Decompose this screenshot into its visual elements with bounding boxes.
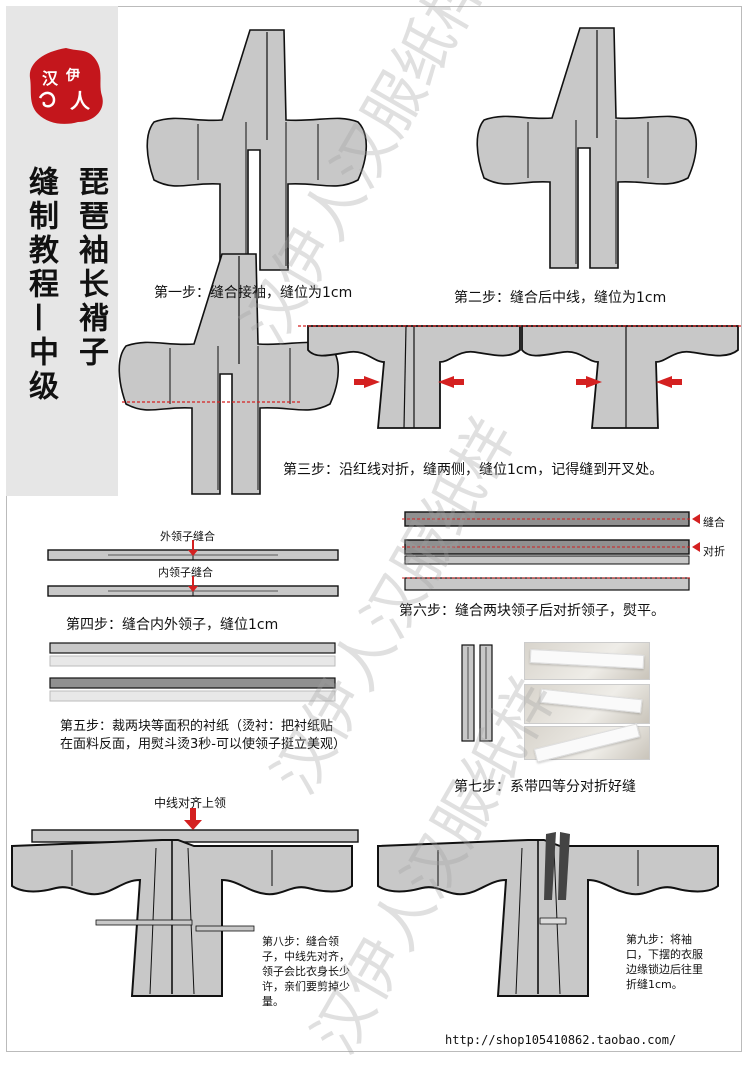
step7-caption: 第七步：系带四等分对折好缝: [454, 779, 636, 795]
inner-collar-label: 内领子缝合: [158, 566, 213, 579]
step4-caption: 第四步：缝合内外领子，缝位1cm: [66, 617, 279, 633]
fold-label: 对折: [703, 545, 725, 558]
svg-text:人: 人: [70, 89, 91, 113]
step2-caption: 第二步：缝合后中线，缝位为1cm: [454, 290, 667, 306]
step9-robe: [377, 832, 719, 997]
step5-collars: [49, 642, 336, 702]
svg-text:伊: 伊: [65, 67, 80, 84]
svg-text:汉: 汉: [42, 69, 59, 88]
outer-collar-label: 外领子缝合: [160, 530, 215, 543]
step9-caption: 第九步：将袖口，下摆的衣服边缘锁边后往里折缝1cm。: [626, 933, 703, 991]
shop-url[interactable]: http://shop105410862.taobao.com/: [445, 1033, 677, 1047]
step3-folded-robes: [298, 325, 742, 429]
page-frame: [6, 6, 742, 1052]
step6-collars: [402, 511, 700, 591]
step8-caption: 第八步：缝合领子，中线先对齐，领子会比衣身长少许，亲们要剪掉少量。: [262, 935, 350, 1008]
step3-caption: 第三步：沿红线对折，缝两侧，缝位1cm，记得缝到开叉处。: [283, 462, 664, 478]
step1-caption: 第一步：缝合接袖，缝位为1cm: [154, 285, 353, 301]
step6-caption: 第六步：缝合两块领子后对折领子，熨平。: [399, 603, 665, 619]
step5-caption: 第五步：裁两块等面积的衬纸（烫衬：把衬纸贴在面料反面，用熨斗烫3秒-可以使领子挺…: [60, 719, 346, 752]
title-line-2: 缝制教程—中级: [23, 166, 58, 404]
step8-robe: [11, 808, 359, 997]
center-align-label: 中线对齐上领: [154, 796, 227, 810]
title-sidebar: 汉 伊 人 琵琶袖长褙子 缝制教程—中级: [6, 6, 118, 496]
title-line-1: 琵琶袖长褙子: [73, 166, 108, 370]
logo-seal: 汉 伊 人: [28, 46, 104, 126]
step7-ties: [461, 644, 493, 742]
sew-label: 缝合: [703, 516, 725, 529]
step2-pattern-figure: [476, 27, 698, 269]
step1-pattern-figure: [146, 29, 368, 271]
